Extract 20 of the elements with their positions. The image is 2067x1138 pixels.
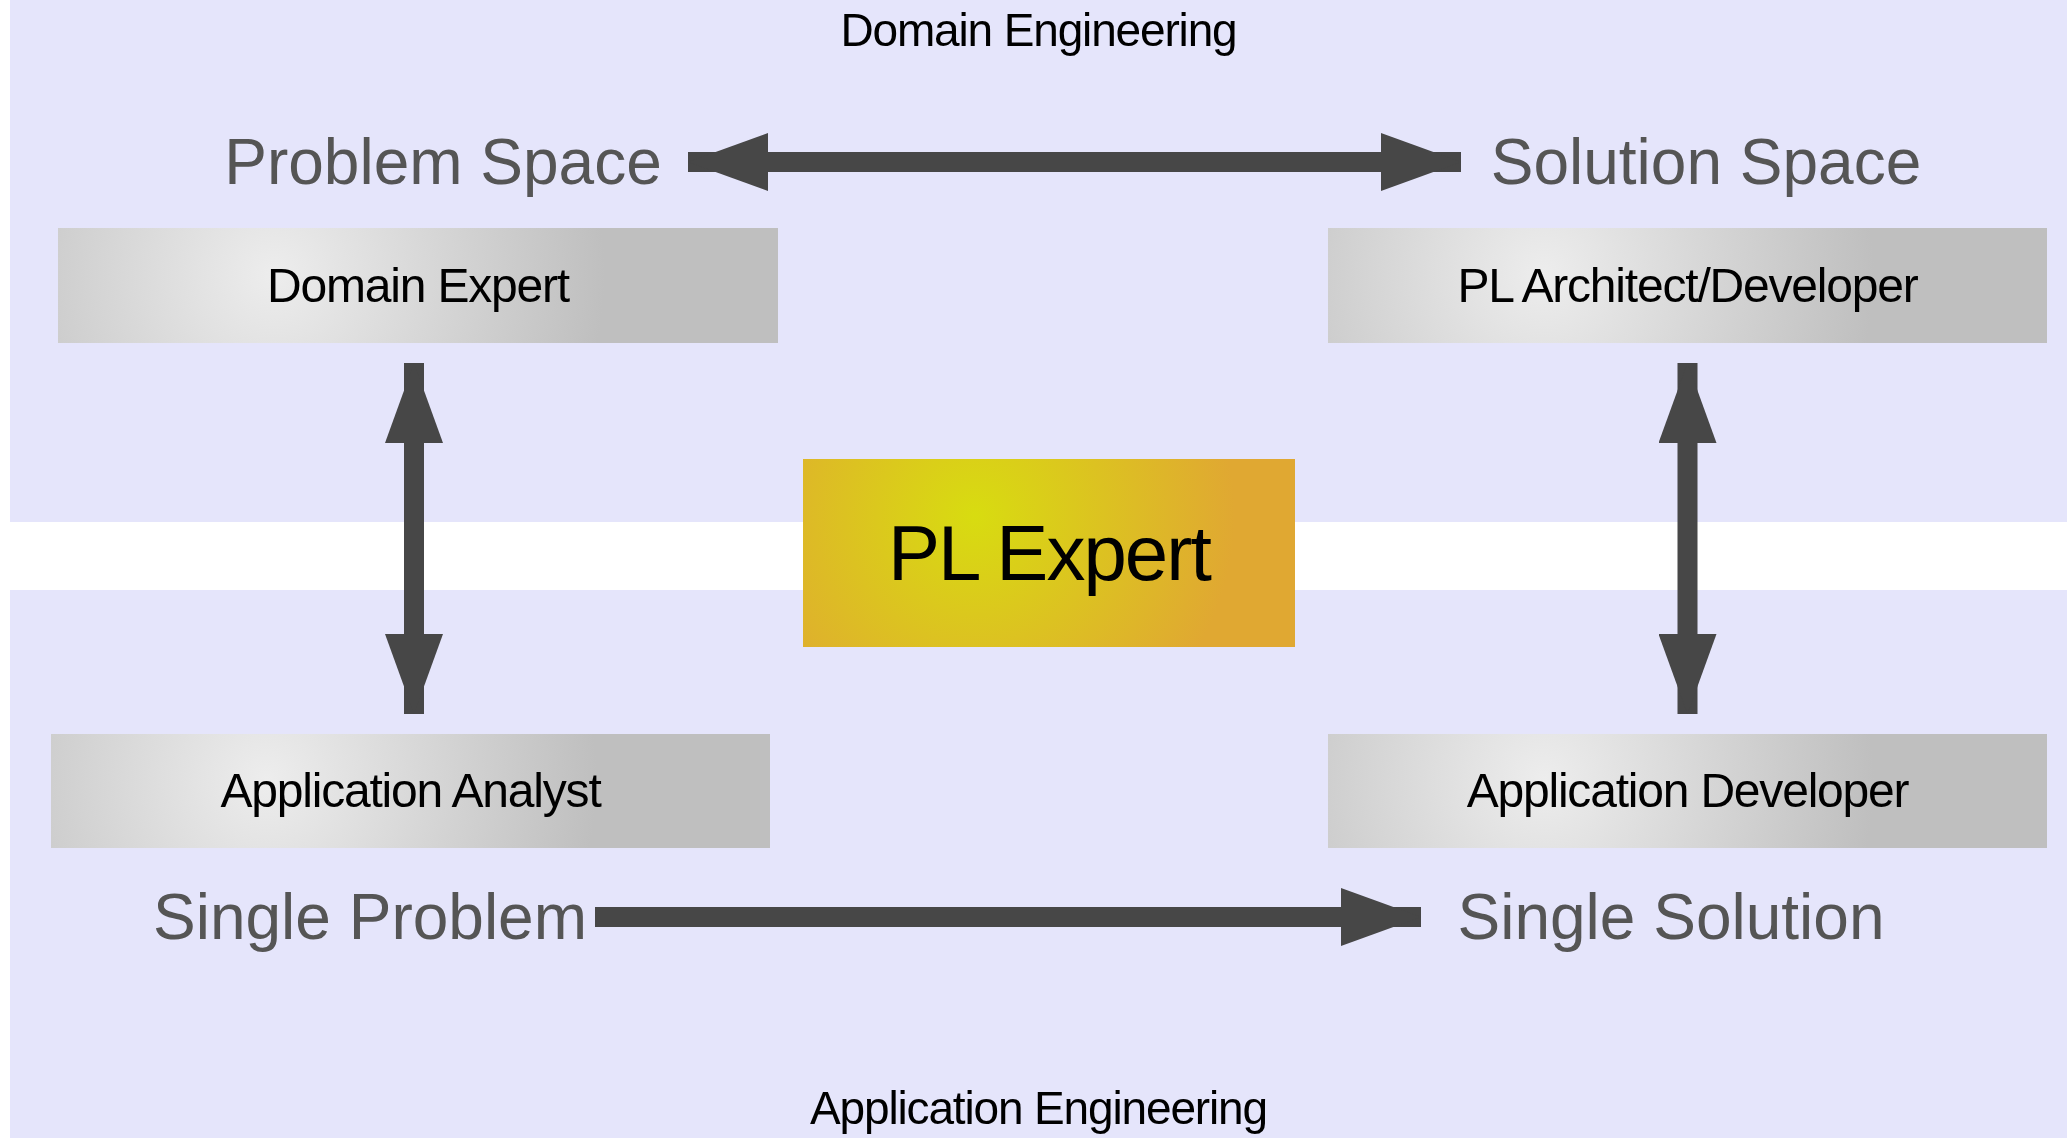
- band: [10, 0, 2067, 522]
- band-title: Application Engineering: [810, 1081, 1267, 1136]
- band-title: Domain Engineering: [840, 3, 1237, 58]
- arrow: [688, 133, 1461, 191]
- arrow: [385, 363, 443, 714]
- role-label: PL Architect/Developer: [1457, 261, 1918, 310]
- role-box: [58, 228, 778, 343]
- space-label: Solution Space: [1481, 118, 1931, 206]
- space-label: Single Problem: [145, 875, 595, 959]
- role-box: [51, 734, 770, 848]
- role-label: Application Analyst: [220, 767, 601, 815]
- arrow: [1658, 363, 1717, 714]
- expert-box: [803, 459, 1295, 647]
- space-label: Problem Space: [218, 118, 668, 206]
- arrow: [595, 888, 1421, 946]
- role-label: Domain Expert: [267, 261, 569, 310]
- role-box: [1328, 228, 2047, 343]
- role-box: [1328, 734, 2047, 848]
- role-label: Application Developer: [1466, 767, 1909, 815]
- space-label: Single Solution: [1441, 875, 1901, 959]
